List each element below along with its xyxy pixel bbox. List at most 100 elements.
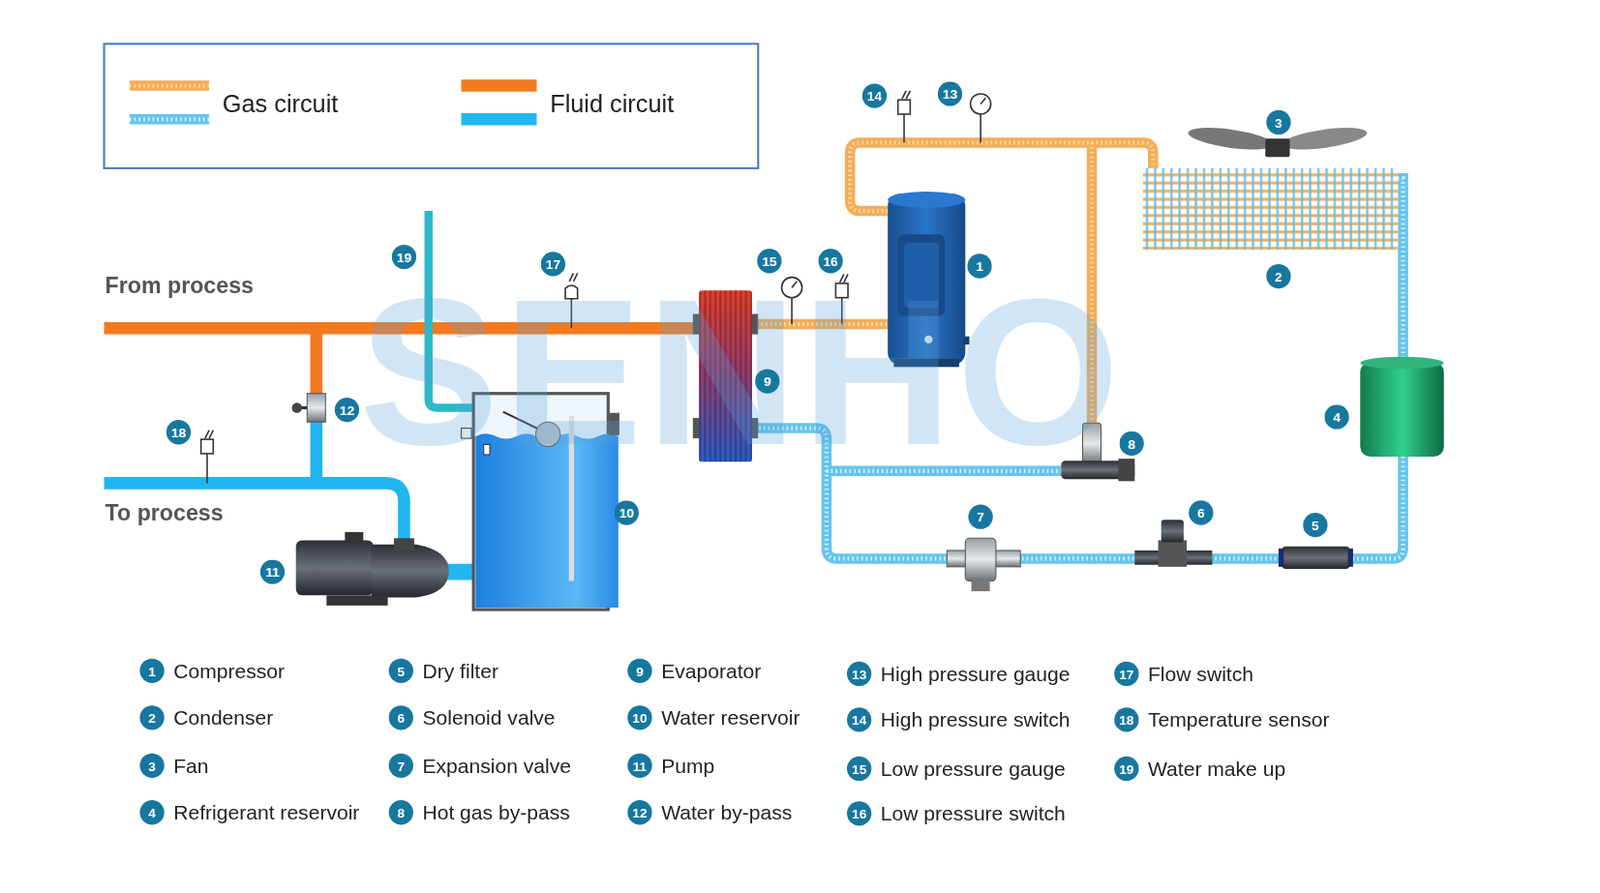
sensors xyxy=(980,97,986,104)
water-reservoir xyxy=(461,428,473,440)
key-entry: 9Evaporator xyxy=(627,659,761,684)
part-name: Dry filter xyxy=(422,661,498,682)
fan xyxy=(1186,123,1274,154)
pump xyxy=(326,595,388,606)
callout-number: 6 xyxy=(1188,500,1213,525)
key-entry: 3Fan xyxy=(139,754,209,779)
part-name: Low pressure switch xyxy=(880,803,1066,824)
key-entry: 10Water reservoir xyxy=(627,705,800,730)
evaporator xyxy=(693,290,758,462)
part-name: Fan xyxy=(173,755,209,777)
refrigerant-pipes xyxy=(826,469,1067,474)
compressor xyxy=(887,191,966,209)
legend-frame xyxy=(129,117,210,121)
callout-number: 5 xyxy=(1302,513,1328,538)
callout-number: 7 xyxy=(389,754,414,779)
legend-frame xyxy=(129,83,210,88)
callout-number: 10 xyxy=(614,500,639,525)
callout-number: 3 xyxy=(1266,110,1291,135)
callout-number: 18 xyxy=(1114,707,1139,732)
legend-frame xyxy=(104,43,759,169)
callout-number: 5 xyxy=(1311,518,1320,533)
expansion-valve xyxy=(946,538,1021,592)
legend-frame xyxy=(104,43,759,169)
callout-number: 6 xyxy=(389,705,414,730)
process-label: To process xyxy=(105,502,224,525)
compressor xyxy=(887,193,966,365)
water-reservoir xyxy=(569,416,574,582)
callout-number: 12 xyxy=(339,403,355,418)
callout-number: 12 xyxy=(334,397,360,423)
compressor xyxy=(887,191,969,367)
callout-number: 17 xyxy=(545,257,561,272)
callout-number: 10 xyxy=(619,506,634,520)
fan xyxy=(1280,123,1368,154)
part-name: Hot gas by-pass xyxy=(422,802,570,823)
callout-number: 17 xyxy=(1114,662,1139,687)
part-name: Water reservoir xyxy=(661,707,800,728)
callout-number: 1 xyxy=(139,659,164,684)
hot-gas-valve xyxy=(1117,458,1135,482)
callout-number: 9 xyxy=(763,374,772,389)
refrigerant-pipes xyxy=(1086,143,1098,429)
fluid-pipes xyxy=(428,211,504,408)
process-label: From process xyxy=(105,274,254,298)
part-name: Condenser xyxy=(173,707,273,728)
water-bypass-valve xyxy=(306,393,326,423)
key-entry: 7 Expansion valve xyxy=(389,754,572,779)
sensors xyxy=(840,273,848,282)
condenser xyxy=(1143,168,1399,250)
legend-frame xyxy=(461,113,538,126)
fluid-pipes xyxy=(104,322,700,335)
solenoid-valve xyxy=(1158,540,1188,567)
sensors xyxy=(565,285,578,300)
water-bypass-valve xyxy=(292,393,327,423)
key-entry: 16 Low pressure switch xyxy=(846,801,1066,826)
refrigerant-pipes xyxy=(752,143,1404,560)
sensors xyxy=(902,90,910,99)
refrigerant-pipes xyxy=(752,428,1404,560)
sensors xyxy=(979,114,982,144)
callout-number: 15 xyxy=(761,254,777,269)
part-name: Water by-pass xyxy=(661,802,792,823)
legend-frame xyxy=(129,80,210,91)
pump xyxy=(296,532,450,606)
expansion-valve xyxy=(965,538,997,581)
refrigerant-pipes xyxy=(752,428,1404,560)
water-reservoir xyxy=(535,422,560,447)
sensors xyxy=(835,283,848,299)
callout-number: 13 xyxy=(937,81,963,106)
sensors xyxy=(782,277,803,299)
callout-number: 11 xyxy=(265,565,279,579)
callout-number: 7 xyxy=(967,505,993,530)
key-entry: 5Dry filter xyxy=(389,659,499,684)
part-name: Flow switch xyxy=(1147,664,1254,685)
refrigerant-reservoir xyxy=(1359,362,1444,457)
callout-number: 4 xyxy=(1332,410,1341,424)
key-entry: 2 Condenser xyxy=(139,705,273,730)
callout-number: 6 xyxy=(1197,506,1206,520)
callout-number: 16 xyxy=(846,801,872,826)
callout-number: 2 xyxy=(139,705,164,730)
part-name: Expansion valve xyxy=(422,755,572,777)
pump xyxy=(344,532,363,544)
sensors xyxy=(841,298,844,325)
legend-text: Gas circuit xyxy=(222,91,339,117)
water-reservoir xyxy=(608,413,620,436)
key-entry: 17 Flow switch xyxy=(1114,662,1254,687)
sensors xyxy=(201,439,214,454)
sensors xyxy=(898,99,911,115)
refrigerant-reservoir xyxy=(1359,357,1444,370)
callout-number: 19 xyxy=(396,250,412,265)
watermark: SENHO xyxy=(359,267,1124,477)
callout-number: 4 xyxy=(1324,404,1349,429)
key-entry: 15Low pressure gauge xyxy=(846,756,1066,782)
refrigerant-pipes xyxy=(752,322,888,327)
legend-text: Fluid circuit xyxy=(549,91,674,117)
dry-filter xyxy=(1278,546,1354,570)
sensors xyxy=(569,272,577,281)
key-entry: 19Water make up xyxy=(1114,756,1286,782)
callout-number: 9 xyxy=(754,368,780,393)
pump xyxy=(296,540,374,596)
